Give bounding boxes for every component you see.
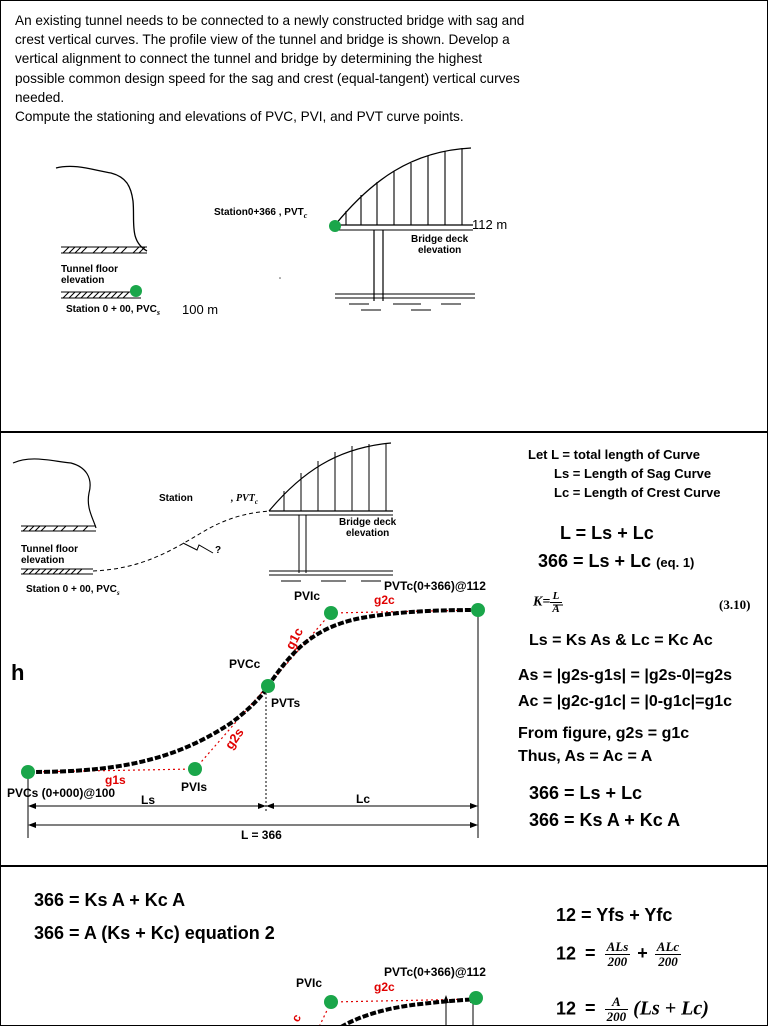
slide3-g2c-label: g2c <box>374 980 395 994</box>
pvtc-label: PVTc(0+366)@112 <box>384 579 486 593</box>
crest-curve-diagram-partial <box>319 991 483 1025</box>
equation-366-b: 366 = Ks A + Kc A <box>529 810 681 830</box>
lc-dimension-label: Lc <box>356 792 371 806</box>
equation-as: As = |g2s-g1s| = |g2s-0|=g2s <box>518 667 733 684</box>
pvcc-label: PVCc <box>229 657 261 671</box>
pvis-label: PVIs <box>181 780 208 794</box>
sketch-tunnel-floor-label: Tunnel floor elevation <box>21 544 79 566</box>
tunnel-elevation-value: 100 m <box>182 302 219 317</box>
tunnel-bridge-profile-sketch <box>55 147 475 311</box>
sketch-bridge-deck-label: Bridge deck elevation <box>339 517 397 539</box>
slide3-equation-1: 366 = Ks A + Kc A <box>34 890 186 910</box>
tunnel-floor-label: Tunnel floor elevation <box>61 264 119 286</box>
sketch-station-label: Station <box>159 493 193 504</box>
curve-layout-diagram <box>12 442 563 838</box>
equation-ac: Ac = |g2c-g1c| = |0-g1c|=g1c <box>518 693 733 710</box>
equation-366-a: 366 = Ls + Lc <box>529 783 643 803</box>
slide3-pvic-label: PVIc <box>296 976 323 990</box>
slide3-equation-2: 366 = A (Ks + Kc) equation 2 <box>34 923 275 943</box>
slide3-pvtc-label: PVTc(0+366)@112 <box>384 965 486 979</box>
equation-ls-lc: Ls = Ks As & Lc = Kc Ac <box>529 632 713 649</box>
pvtc-point <box>469 991 483 1005</box>
slide-analysis: Station , PVTc Bridge deck elevation ? T… <box>0 432 768 866</box>
pvic-point <box>324 995 338 1009</box>
slide3-equation-y: 12 = Yfs + Yfc <box>556 905 673 925</box>
pvic-label: PVIc <box>294 589 321 603</box>
k-formula-ref: (3.10) <box>719 597 751 612</box>
l-total-dimension-label: L = 366 <box>241 828 282 842</box>
pvcs-point <box>130 285 142 297</box>
bridge-deck-label: Bridge deck elevation <box>411 234 469 256</box>
definition-ls: Ls = Length of Sag Curve <box>554 466 712 481</box>
sketch-pvt-label: , PVTc <box>231 493 258 506</box>
pvcs-label: PVCs (0+000)@100 <box>7 786 116 800</box>
slide-problem: An existing tunnel needs to be connected… <box>0 0 768 432</box>
sketch-station-pvc-label: Station 0 + 00, PVCs <box>26 584 120 597</box>
slide-equations: 366 = Ks A + Kc A 366 = A (Ks + Kc) equa… <box>0 866 768 1026</box>
pvcs-point <box>21 765 35 779</box>
pvis-point <box>188 762 202 776</box>
pvtc-point <box>471 603 485 617</box>
g2c-label: g2c <box>374 593 395 607</box>
definition-l: Let L = total length of Curve <box>528 447 701 462</box>
equation-l-sum: L = Ls + Lc <box>560 523 654 543</box>
stray-bullet-glyph: h <box>11 660 25 685</box>
equation-1: 366 = Ls + Lc (eq. 1) <box>538 551 695 571</box>
ls-dimension-label: Ls <box>141 793 156 807</box>
g1s-label: g1s <box>105 773 126 787</box>
station-bottom-label: Station 0 + 00, PVCs <box>66 304 160 317</box>
definition-lc: Lc = Length of Crest Curve <box>554 485 721 500</box>
bridge-elevation-value: 112 m <box>472 217 508 232</box>
thus-text: Thus, As = Ac = A <box>518 748 653 765</box>
problem-statement: An existing tunnel needs to be connected… <box>15 13 525 125</box>
sketch-question-mark: ? <box>215 545 222 556</box>
pvic-point <box>324 606 338 620</box>
pvtc-point <box>329 220 341 232</box>
pvts-pvcc-point <box>261 679 275 693</box>
from-figure-text: From figure, g2s = g1c <box>518 725 690 742</box>
pvts-label: PVTs <box>271 696 301 710</box>
station-top-label: Station0+366 , PVTc <box>214 207 308 220</box>
